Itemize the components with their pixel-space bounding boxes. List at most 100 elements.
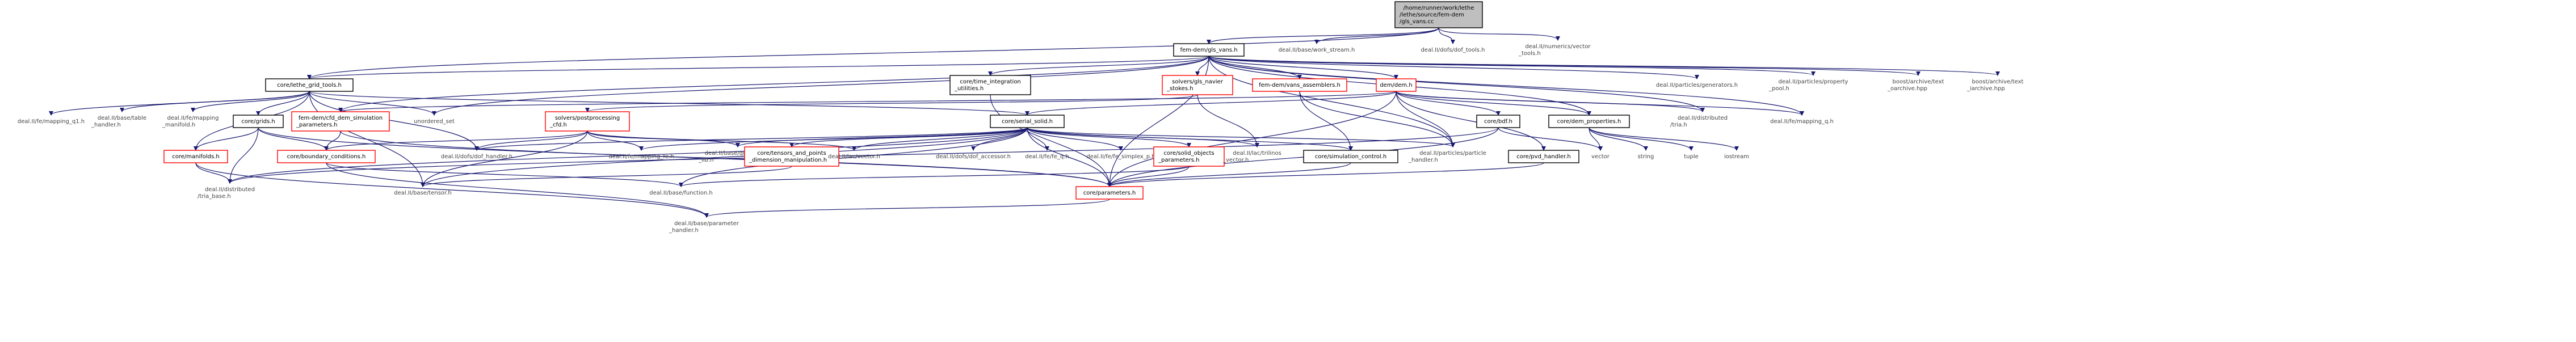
node-label: core/pvd_handler.h <box>1516 154 1570 160</box>
node-label: core/time_integration <box>960 79 1021 85</box>
node-label: deal.II/particles/particle <box>1419 150 1486 157</box>
graph-node-boost-text-iarchive: boost/archive/text_iarchive.hpp <box>1966 79 2024 92</box>
graph-node-serial-solid[interactable]: core/serial_solid.h <box>990 115 1065 128</box>
node-label: _handler.h <box>669 227 699 234</box>
edge-manifolds-h-to-distributed-tria-base <box>195 162 232 184</box>
graph-node-dem-properties[interactable]: core/dem_properties.h <box>1548 115 1630 128</box>
graph-node-string-std: string <box>1638 154 1654 160</box>
graph-node-work-stream: deal.II/base/work_stream.h <box>1279 47 1355 53</box>
node-label: /lethe/source/fem-dem <box>1400 12 1464 18</box>
graph-node-pvd-handler[interactable]: core/pvd_handler.h <box>1508 150 1579 163</box>
node-box <box>744 146 839 167</box>
graph-node-gls-navier-stokes[interactable]: solvers/gls_navier_stokes.h <box>1162 75 1233 95</box>
edge-serial-solid-to-simulation-control <box>1027 127 1353 151</box>
graph-node-dof-handler: deal.II/dofs/dof_handler.h <box>441 154 512 160</box>
edge-lethe-grid-tools-to-unordered-set <box>309 91 436 116</box>
edge-serial-solid-to-particle-handler <box>1027 127 1455 147</box>
edge-dem-properties-to-tuple-std <box>1589 127 1693 151</box>
graph-node-fe-q: deal.II/fe/fe_q.h <box>1025 154 1069 160</box>
node-label: deal.II/lac/trilinos <box>1233 150 1281 157</box>
node-label: _iarchive.hpp <box>1966 86 2005 92</box>
node-label: _oarchive.hpp <box>1887 86 1927 92</box>
node-box <box>1376 78 1417 92</box>
graph-node-cfd-dem-params[interactable]: fem-dem/cfd_dem_simulation_parameters.h <box>291 111 390 132</box>
node-label: solvers/gls_navier <box>1172 79 1224 85</box>
edge-serial-solid-to-tensors-points <box>789 127 1028 147</box>
graph-node-tensor-h: deal.II/base/tensor.h <box>394 190 452 196</box>
node-label: deal.II/fe/fe_q.h <box>1025 154 1069 160</box>
graph-node-postprocessing-cfd[interactable]: solvers/postprocessing_cfd.h <box>545 111 630 132</box>
edge-serial-solid-to-dof-handler <box>474 127 1028 151</box>
edge-gls-vans-h-to-cfd-dem-params <box>338 56 1209 112</box>
graph-node-root[interactable]: /home/runner/work/lethe/lethe/source/fem… <box>1394 1 1483 28</box>
node-label: _pool.h <box>1768 86 1789 92</box>
edge-core-parameters-to-parameter-handler <box>704 199 1110 218</box>
node-box <box>545 111 630 132</box>
node-label: string <box>1638 154 1654 160</box>
node-label: deal.II/particles/property <box>1779 79 1848 85</box>
node-label: deal.II/particles/generators.h <box>1656 82 1738 88</box>
edge-boundary-conditions-to-function-h <box>326 162 683 187</box>
node-label: _lib.h <box>698 157 713 163</box>
graph-node-tensors-points[interactable]: core/tensors_and_points_dimension_manipu… <box>744 146 839 167</box>
graph-node-vans-assemblers[interactable]: fem-dem/vans_assemblers.h <box>1252 78 1347 92</box>
node-label: fem-dem/vans_assemblers.h <box>1259 82 1340 88</box>
edge-time-integration-to-core-parameters <box>990 94 1112 187</box>
edge-boundary-conditions-to-parameter-handler <box>326 162 709 218</box>
edge-dem-h-to-cfd-dem-params <box>338 91 1397 112</box>
node-label: core/serial_solid.h <box>1002 119 1053 125</box>
graph-node-boundary-conditions[interactable]: core/boundary_conditions.h <box>277 150 376 163</box>
edge-gls-vans-h-to-time-integration <box>988 56 1209 76</box>
graph-node-mapping-q1: deal.II/fe/mapping_q1.h <box>18 119 85 125</box>
graph-node-solid-objects-params[interactable]: core/solid_objects_parameters.h <box>1153 146 1225 167</box>
node-box <box>1173 43 1245 57</box>
graph-node-gls-vans-h[interactable]: fem-dem/gls_vans.h <box>1173 43 1245 57</box>
edge-dem-h-to-serial-solid <box>1025 91 1397 116</box>
graph-node-simulation-control[interactable]: core/simulation_control.h <box>1303 150 1398 163</box>
edge-root-to-dof-tools <box>1438 27 1455 44</box>
graph-node-trilinos-vector: deal.II/lac/trilinos_vector.h <box>1222 150 1281 163</box>
graph-node-dem-h[interactable]: dem/dem.h <box>1376 78 1417 92</box>
edge-postprocessing-cfd-to-dof-handler <box>474 130 588 151</box>
edge-dem-h-to-pvd-handler <box>1396 91 1546 151</box>
node-label: deal.II/base/function.h <box>649 190 712 196</box>
node-label: _parameters.h <box>1158 157 1200 163</box>
node-label: deal.II/lac/vector.h <box>828 154 880 160</box>
edge-dem-properties-to-iostream-std <box>1589 127 1739 151</box>
graph-node-mapping-manifold: deal.II/fe/mapping_manifold.h <box>162 115 218 128</box>
graph-node-dof-accessor: deal.II/dofs/dof_accessor.h <box>936 154 1011 160</box>
node-label: /tria.h <box>1670 122 1687 128</box>
node-label: deal.II/distributed <box>205 187 255 193</box>
node-label: /tria_base.h <box>197 193 231 200</box>
graph-node-lethe-grid-tools[interactable]: core/lethe_grid_tools.h <box>265 78 354 92</box>
node-label: dem/dem.h <box>1380 82 1412 88</box>
node-box <box>990 115 1065 128</box>
node-label: core/manifolds.h <box>172 154 220 160</box>
graph-node-core-parameters[interactable]: core/parameters.h <box>1075 186 1144 200</box>
node-box <box>291 111 390 132</box>
edge-gls-vans-h-to-boost-text-iarchive <box>1208 56 2000 76</box>
graph-node-manifolds-h[interactable]: core/manifolds.h <box>163 150 228 163</box>
edge-pvd-handler-to-core-parameters <box>1107 162 1544 187</box>
node-box <box>265 78 354 92</box>
edge-gls-vans-h-to-unordered-set <box>432 56 1209 116</box>
graph-node-boost-text-oarchive: boost/archive/text_oarchive.hpp <box>1887 79 1944 92</box>
graph-node-grids-h[interactable]: core/grids.h <box>233 115 284 128</box>
node-box <box>1303 150 1398 163</box>
node-label: boost/archive/text <box>1972 79 2024 85</box>
node-box <box>1394 1 1483 28</box>
node-label: deal.II/numerics/vector <box>1525 44 1591 50</box>
graph-node-particles-generators: deal.II/particles/generators.h <box>1656 82 1738 88</box>
edge-serial-solid-to-quadrature-lib <box>736 127 1028 147</box>
node-label: core/lethe_grid_tools.h <box>277 82 342 88</box>
node-label: /gls_vans.cc <box>1400 19 1434 25</box>
edge-gls-vans-h-to-dem-h <box>1208 56 1398 79</box>
graph-node-bdf-h[interactable]: core/bdf.h <box>1476 115 1520 128</box>
node-label: iostream <box>1724 154 1749 160</box>
graph-node-function-h: deal.II/base/function.h <box>649 190 712 196</box>
edge-gls-vans-h-to-lethe-grid-tools <box>307 56 1209 79</box>
node-label: deal.II/dofs/dof_handler.h <box>441 154 512 160</box>
edge-serial-solid-to-distributed-tria-base <box>228 127 1028 184</box>
node-label: boost/archive/text <box>1893 79 1944 85</box>
graph-node-time-integration[interactable]: core/time_integration_utilities.h <box>949 75 1031 95</box>
